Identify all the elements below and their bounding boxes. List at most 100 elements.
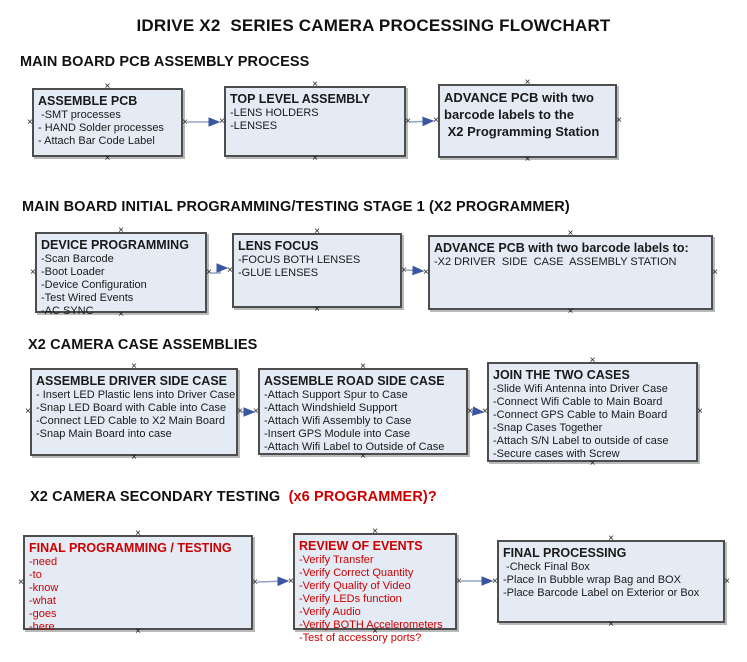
connection-point-marker: × [567, 228, 574, 239]
box-items: -Check Final Box-Place In Bubble wrap Ba… [503, 561, 719, 600]
box-title: JOIN THE TWO CASES [493, 368, 630, 382]
box-items: -need-to-know-what-goes-here [29, 556, 247, 634]
connection-point-marker: × [608, 619, 614, 630]
box-item-line: - HAND Solder processes [38, 122, 164, 134]
connection-point-marker: × [182, 116, 188, 128]
connection-point-marker: × [30, 266, 36, 278]
connection-point-marker: × [524, 77, 531, 88]
flow-box-assemble-pcb: ASSEMBLE PCB -SMT processes- HAND Solder… [27, 82, 188, 164]
box-item-line: -Snap LED Board with Cable into Case [36, 402, 227, 414]
box-item-line: -Test of accessory ports? [299, 632, 422, 644]
box-item-line: -Place In Bubble wrap Bag and BOX [503, 574, 681, 586]
box-title: FINAL PROGRAMMING / TESTING [29, 541, 232, 555]
connection-point-marker: × [252, 576, 258, 588]
connection-point-marker: × [616, 115, 622, 126]
box-item-line: -Attach Wifi Label to Outside of Case [264, 441, 445, 453]
section-heading-black-part: X2 CAMERA SECONDARY TESTING [30, 489, 285, 505]
box-items: -FOCUS BOTH LENSES-GLUE LENSES [238, 254, 396, 280]
connection-point-marker: × [104, 81, 111, 92]
section-heading-secondary-testing: X2 CAMERA SECONDARY TESTING (x6 PROGRAMM… [30, 489, 437, 505]
connection-point-marker: × [567, 306, 574, 317]
connection-point-marker: × [423, 266, 429, 278]
box-item-line: -SMT processes [38, 109, 121, 121]
box-item-line: -what [29, 595, 56, 607]
connection-point-marker: × [314, 226, 320, 237]
box-item-line: -goes [29, 608, 57, 620]
connection-point-marker: × [118, 225, 124, 236]
flow-box-device-programming: DEVICE PROGRAMMING -Scan Barcode-Boot Lo… [30, 226, 212, 320]
connection-point-marker: × [405, 115, 411, 127]
box-title: DEVICE PROGRAMMING [41, 238, 189, 252]
connection-point-marker: × [104, 153, 111, 164]
box-item-line: -know [29, 582, 59, 594]
box-title: LENS FOCUS [238, 239, 319, 253]
connector-arrow [409, 116, 435, 127]
box-item-line: -Verify BOTH Accelerometers [299, 619, 443, 631]
box-item-line: -Boot Loader [41, 266, 105, 278]
connection-point-marker: × [360, 451, 366, 462]
connection-point-marker: × [608, 533, 614, 544]
box-item-line: -Connect Wifi Cable to Main Board [493, 396, 663, 408]
connection-point-marker: × [467, 405, 473, 417]
box-item-line: - Insert LED Plastic lens into Driver Ca… [36, 389, 236, 401]
connection-point-marker: × [712, 266, 718, 278]
section-heading-red-part: (x6 PROGRAMMER)? [284, 489, 437, 505]
flow-box-assemble-driver-side-case: ASSEMBLE DRIVER SIDE CASE - Insert LED P… [25, 362, 243, 463]
box-item-line: -Verify Quality of Video [299, 580, 411, 592]
connection-point-marker: × [589, 355, 596, 366]
box-items: -SMT processes- HAND Solder processes- A… [38, 109, 177, 148]
connection-point-marker: × [724, 575, 730, 587]
box-items: -LENS HOLDERS-LENSES [230, 107, 400, 133]
flow-box-advance-pcb-driver-side: ADVANCE PCB with two barcode labels to: … [423, 229, 718, 317]
box-title: FINAL PROCESSING [503, 546, 627, 560]
connection-point-marker: × [131, 361, 137, 372]
box-item-line: -Verify LEDs function [299, 593, 402, 605]
box-item-line: -Verify Transfer [299, 554, 374, 566]
connection-point-marker: × [18, 576, 24, 588]
connection-point-marker: × [227, 264, 233, 276]
connection-point-marker: × [27, 116, 33, 128]
connection-point-marker: × [589, 458, 596, 469]
box-item-line: -FOCUS BOTH LENSES [238, 254, 361, 266]
box-item-line: -to [29, 569, 42, 581]
section-heading-pcb-assembly: MAIN BOARD PCB ASSEMBLY PROCESS [20, 54, 310, 70]
connection-point-marker: × [25, 406, 31, 417]
flow-box-lens-focus: LENS FOCUS -FOCUS BOTH LENSES-GLUE LENSE… [227, 227, 407, 315]
box-items: -Verify Transfer-Verify Correct Quantity… [299, 554, 451, 645]
connection-point-marker: × [456, 575, 462, 587]
box-items: -Slide Wifi Antenna into Driver Case-Con… [493, 383, 692, 461]
box-title: ADVANCE PCB with two barcode labels to: [434, 241, 689, 255]
box-title: ASSEMBLE DRIVER SIDE CASE [36, 374, 228, 388]
connection-point-marker: × [401, 264, 407, 276]
connection-point-marker: × [288, 575, 294, 587]
connection-point-marker: × [131, 452, 137, 463]
connection-point-marker: × [253, 405, 259, 417]
connector-arrow [256, 576, 290, 587]
section-heading-initial-programming: MAIN BOARD INITIAL PROGRAMMING/TESTING S… [22, 199, 570, 215]
box-item-line: -Connect LED Cable to X2 Main Board [36, 415, 225, 427]
connection-point-marker: × [492, 575, 498, 587]
connection-point-marker: × [312, 153, 318, 164]
box-items: - Insert LED Plastic lens into Driver Ca… [36, 389, 236, 441]
box-item-line: -Place Barcode Label on Exterior or Box [503, 587, 700, 599]
box-item-line: -need [29, 556, 58, 568]
box-item-line: -Scan Barcode [41, 253, 114, 265]
box-item-line: -X2 DRIVER SIDE CASE ASSEMBLY STATION [434, 256, 677, 268]
connector-arrow [405, 265, 425, 276]
box-item-line: -Snap Main Board into case [36, 428, 172, 440]
box-title: ASSEMBLE ROAD SIDE CASE [264, 374, 445, 388]
box-item-line: -LENSES [230, 120, 278, 132]
box-item-line: -Slide Wifi Antenna into Driver Case [493, 383, 668, 395]
connection-point-marker: × [206, 266, 212, 278]
box-item-line: -Insert GPS Module into Case [264, 428, 411, 440]
page-title: IDRIVE X2 SERIES CAMERA PROCESSING FLOWC… [136, 16, 611, 35]
box-title: ASSEMBLE PCB [38, 94, 138, 108]
connection-point-marker: × [312, 79, 318, 90]
box-item-line: -Verify Audio [299, 606, 361, 618]
connection-point-marker: × [697, 406, 703, 417]
box-item-line: -AC SYNC [41, 305, 94, 317]
box-item-line: -Attach Windshield Support [264, 402, 398, 414]
